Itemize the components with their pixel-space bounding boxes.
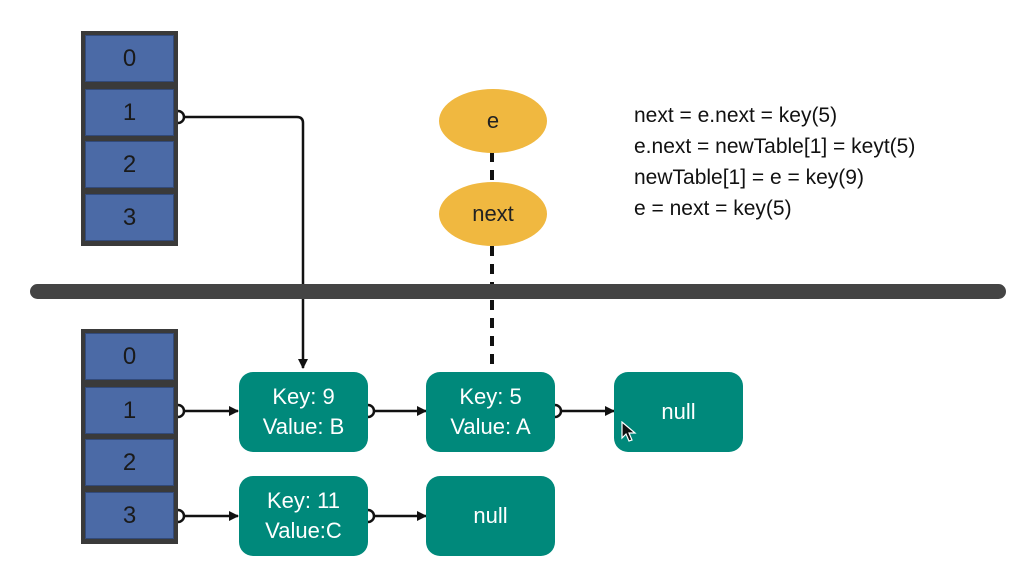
old-table: 0 1 2 3 (81, 31, 178, 246)
entry-value-label: Value:C (265, 518, 342, 543)
section-divider (30, 284, 1006, 299)
old-bucket1-arrow (178, 115, 308, 369)
new-table-cell-2: 2 (85, 439, 174, 486)
code-line-1: next = e.next = key(5) (634, 104, 838, 127)
e-pointer: e (439, 89, 547, 153)
old-table-cell-3: 3 (85, 194, 174, 241)
old-table-cell-0: 0 (85, 35, 174, 82)
old-table-cell-1: 1 (85, 89, 174, 136)
entry-value-label: Value: B (262, 414, 345, 439)
code-line-4: e = next = key(5) (634, 197, 792, 220)
mouse-pointer-icon (621, 421, 637, 442)
null-label: null (473, 503, 508, 528)
null-node-bucket1: null (614, 372, 743, 452)
old-table-cell-2: 2 (85, 141, 174, 188)
entry-node-key5: Key: 5 Value: A (426, 372, 555, 452)
null-node-bucket3: null (426, 476, 555, 556)
new-table-cell-0: 0 (85, 333, 174, 380)
entry-node-key11: Key: 11 Value:C (239, 476, 368, 556)
new-table-cell-3: 3 (85, 492, 174, 539)
code-line-3: newTable[1] = e = key(9) (634, 166, 864, 189)
next-pointer: next (439, 182, 547, 246)
entry-key-label: Key: 11 (267, 488, 340, 513)
code-line-2: e.next = newTable[1] = keyt(5) (634, 135, 916, 158)
entry-key-label: Key: 5 (459, 384, 522, 409)
new-table-cell-1: 1 (85, 387, 174, 434)
entry-node-key9: Key: 9 Value: B (239, 372, 368, 452)
new-table: 0 1 2 3 (81, 329, 178, 544)
code-block: next = e.next = key(5) e.next = newTable… (634, 100, 915, 224)
entry-value-label: Value: A (450, 414, 531, 439)
entry-key-label: Key: 9 (272, 384, 335, 409)
null-label: null (661, 399, 696, 424)
